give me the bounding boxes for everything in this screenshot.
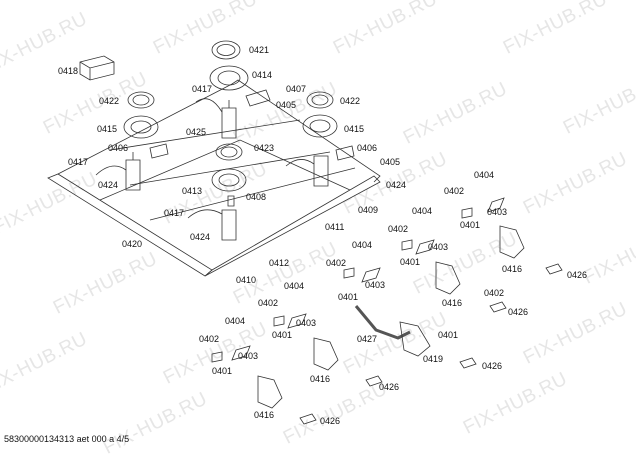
callout-label: 0408 (246, 192, 267, 202)
callout-label: 0416 (442, 298, 463, 308)
callout-label: 0407 (286, 84, 307, 94)
callout-label: 0415 (344, 124, 365, 134)
callout-label: 0426 (482, 361, 503, 371)
burner-0414 (209, 65, 249, 91)
callout-label: 0424 (190, 232, 211, 242)
callout-label: 0403 (487, 207, 508, 217)
injector-0424-left (125, 152, 141, 191)
callout-label: 0417 (68, 157, 89, 167)
callout-label: 0417 (192, 84, 213, 94)
bracket-0406-right (335, 145, 355, 161)
burner-0415-left (123, 115, 159, 139)
frame-cross-bar (109, 119, 356, 221)
callout-label: 0421 (249, 45, 270, 55)
callout-label: 0401 (438, 330, 459, 340)
callout-label: 0411 (325, 222, 345, 232)
callout-label: 0406 (357, 143, 378, 153)
callout-label: 0426 (567, 270, 588, 280)
callout-label: 0403 (296, 318, 317, 328)
tube-0417-a (95, 165, 127, 176)
callout-label: 0404 (225, 316, 246, 326)
callout-label: 0424 (98, 180, 119, 190)
injector-0424-center (221, 209, 237, 241)
parts-drawing (47, 40, 563, 425)
callout-label: 0418 (58, 66, 79, 76)
bracket-0407 (245, 89, 271, 107)
frame-right-rail (231, 79, 381, 183)
callout-label: 0403 (238, 351, 259, 361)
valves (257, 225, 525, 409)
callout-label: 0402 (444, 186, 465, 196)
callout-label: 0406 (108, 143, 129, 153)
drawing-number: 58300000134313 aet 000 a 4/5 (4, 434, 130, 444)
callout-label: 0412 (269, 258, 290, 268)
callout-label: 0427 (357, 334, 378, 344)
callout-label: 0403 (428, 242, 449, 252)
callout-label: 0426 (320, 416, 341, 426)
callout-label: 0414 (252, 70, 273, 80)
callout-label: 0404 (284, 281, 305, 291)
stems (299, 263, 563, 425)
frame-inner (99, 139, 351, 201)
callout-label: 0416 (254, 410, 275, 420)
tube-0417-d (285, 159, 315, 167)
callout-label: 0402 (258, 298, 279, 308)
ring-0423 (215, 143, 243, 161)
ring-0422-right (306, 91, 334, 109)
frame-front-rail (204, 175, 381, 277)
callout-label: 0402 (484, 288, 505, 298)
callout-label: 0402 (326, 258, 347, 268)
callout-label: 0417 (164, 208, 185, 218)
tube-0417-c (187, 209, 223, 219)
callout-label: 0402 (199, 334, 220, 344)
callout-label: 0426 (379, 382, 400, 392)
burner-0415-right (302, 114, 338, 138)
pipe-0427 (354, 305, 411, 340)
callout-label: 0422 (340, 96, 361, 106)
callout-label: 0405 (380, 157, 401, 167)
callout-label: 0422 (99, 96, 120, 106)
callout-label: 0425 (186, 127, 207, 137)
callout-label: 0402 (388, 224, 409, 234)
injector-0424-right (313, 155, 329, 187)
ring-0421 (211, 40, 241, 60)
bracket-0406-left (149, 143, 169, 159)
callout-label: 0416 (502, 264, 523, 274)
callout-label: 0413 (182, 186, 203, 196)
callout-label: 0404 (474, 170, 495, 180)
callout-label: 0409 (358, 205, 379, 215)
part-0418 (79, 55, 115, 81)
callout-label: 0401 (460, 220, 481, 230)
ring-0422-left (127, 91, 155, 109)
callout-label: 0423 (254, 143, 275, 153)
callout-label: 0420 (122, 239, 143, 249)
injector-0425 (221, 100, 237, 139)
burner-0413 (211, 168, 247, 192)
callout-label: 0416 (310, 374, 331, 384)
tube-0417-b (195, 98, 223, 113)
callout-label: 0419 (423, 354, 444, 364)
callout-label: 0401 (272, 330, 293, 340)
callout-label: 0410 (236, 275, 257, 285)
clips (211, 197, 505, 363)
callout-label: 0401 (338, 292, 359, 302)
spark-0408 (227, 195, 235, 207)
callout-label: 0424 (386, 180, 407, 190)
callout-label: 0405 (276, 100, 297, 110)
callout-label: 0403 (365, 280, 386, 290)
callout-label: 0401 (400, 257, 421, 267)
callout-label: 0404 (352, 240, 373, 250)
callout-label: 0401 (212, 366, 233, 376)
callout-label: 0404 (412, 206, 433, 216)
callout-label: 0415 (97, 124, 118, 134)
callout-label: 0426 (508, 307, 529, 317)
